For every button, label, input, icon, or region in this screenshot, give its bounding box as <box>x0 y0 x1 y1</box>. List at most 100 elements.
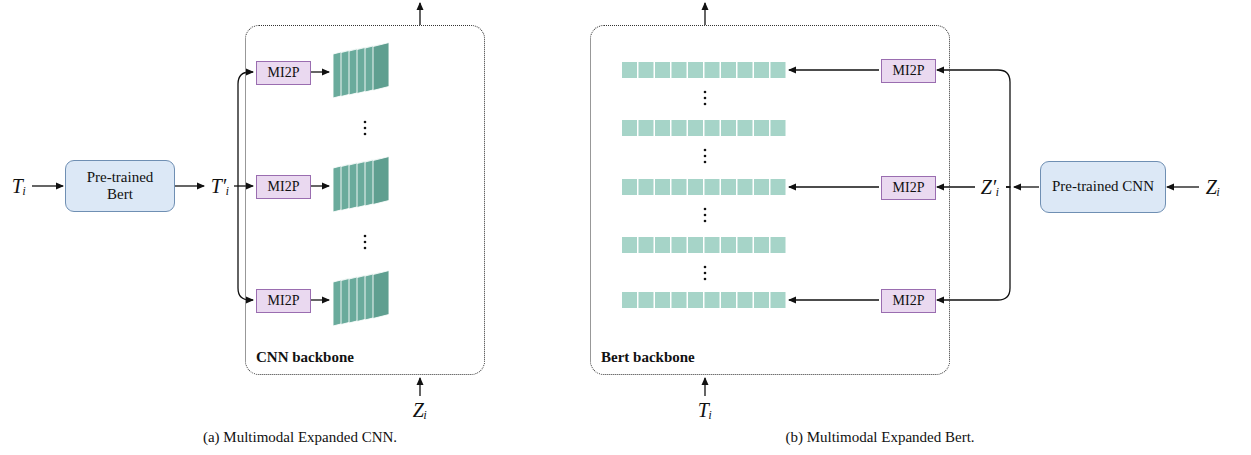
dot <box>364 127 367 130</box>
token-cell <box>771 62 786 78</box>
token-cell <box>655 62 670 78</box>
token-cell <box>721 62 736 78</box>
token-cell <box>639 62 654 78</box>
token-cell <box>705 62 720 78</box>
node-text: MI2P <box>893 63 925 79</box>
token-cell <box>639 120 654 136</box>
dot <box>704 272 707 275</box>
token-cell <box>754 292 769 308</box>
dot <box>704 208 707 211</box>
token-cell <box>754 62 769 78</box>
math-symbol: Tᵢ <box>698 399 712 422</box>
token-cell <box>721 179 736 195</box>
token-cell <box>655 237 670 253</box>
node-text: CNN backbone <box>256 349 354 366</box>
token-cell <box>622 62 637 78</box>
token-cell <box>622 292 637 308</box>
token-cell <box>688 120 703 136</box>
node-text: Bert backbone <box>601 349 695 366</box>
dot <box>364 247 367 250</box>
node-text: Pre-trained CNN <box>1052 178 1154 195</box>
dot <box>364 133 367 136</box>
caption: (a) Multimodal Expanded CNN. <box>203 429 397 446</box>
token-cell <box>655 179 670 195</box>
token-rows <box>622 62 786 308</box>
token-cell <box>705 120 720 136</box>
token-cell <box>754 237 769 253</box>
math-symbol: Zᵢ <box>413 399 427 422</box>
feature-map <box>373 157 389 205</box>
dot <box>704 161 707 164</box>
dot <box>364 241 367 244</box>
mi2p-box: MI2P <box>256 289 311 313</box>
pretrained-box: Pre-trained CNN <box>1040 161 1166 213</box>
token-cell <box>672 179 687 195</box>
dot <box>704 149 707 152</box>
token-cell <box>721 120 736 136</box>
node-text: Pre-trained Bert <box>72 169 168 204</box>
mi2p-box: MI2P <box>256 175 311 199</box>
arrows <box>32 3 1199 396</box>
dot <box>704 278 707 281</box>
mi2p-box: MI2P <box>881 59 936 83</box>
token-cell <box>738 62 753 78</box>
caption: (b) Multimodal Expanded Bert. <box>785 429 974 446</box>
token-cell <box>672 62 687 78</box>
node-text: MI2P <box>893 180 925 196</box>
mi2p-box: MI2P <box>256 61 311 85</box>
backbone-region: CNN backbone MI2P MI2P MI2P <box>245 25 485 375</box>
token-cell <box>688 237 703 253</box>
token-cell <box>771 120 786 136</box>
dot <box>704 103 707 106</box>
token-cell <box>754 179 769 195</box>
feature-map <box>373 43 389 91</box>
token-cell <box>705 237 720 253</box>
token-cell <box>672 120 687 136</box>
token-cell <box>622 179 637 195</box>
math-symbol: Tᵢ <box>12 175 26 198</box>
token-cell <box>738 292 753 308</box>
dot <box>704 97 707 100</box>
dot <box>704 91 707 94</box>
node-text: MI2P <box>268 293 300 309</box>
dot <box>364 235 367 238</box>
dot <box>704 220 707 223</box>
dot <box>364 121 367 124</box>
token-cell <box>672 292 687 308</box>
math-symbol: Zᵢ <box>1206 176 1220 199</box>
dot <box>704 266 707 269</box>
token-cell <box>622 237 637 253</box>
math-symbol: Z′ᵢ <box>981 176 1000 199</box>
token-cell <box>655 292 670 308</box>
feature-map <box>373 271 389 319</box>
token-cell <box>721 292 736 308</box>
ellipsis-dots <box>364 91 707 281</box>
token-cell <box>639 237 654 253</box>
token-cell <box>688 179 703 195</box>
token-cell <box>688 292 703 308</box>
token-cell <box>705 179 720 195</box>
token-cell <box>721 237 736 253</box>
dot <box>704 155 707 158</box>
token-cell <box>738 179 753 195</box>
node-text: MI2P <box>268 65 300 81</box>
token-cell <box>639 292 654 308</box>
token-cell <box>771 237 786 253</box>
feature-map-stacks <box>333 43 389 327</box>
token-cell <box>672 237 687 253</box>
token-cell <box>622 120 637 136</box>
node-text: MI2P <box>268 179 300 195</box>
token-cell <box>771 292 786 308</box>
token-cell <box>754 120 769 136</box>
mi2p-box: MI2P <box>881 176 936 200</box>
backbone-region: Bert backbone MI2P MI2P MI2P <box>590 25 950 375</box>
node-text: MI2P <box>893 293 925 309</box>
token-cell <box>655 120 670 136</box>
token-cell <box>738 120 753 136</box>
token-cell <box>639 179 654 195</box>
token-cell <box>688 62 703 78</box>
math-symbol: T′ᵢ <box>211 175 230 198</box>
token-cell <box>771 179 786 195</box>
dot <box>704 214 707 217</box>
